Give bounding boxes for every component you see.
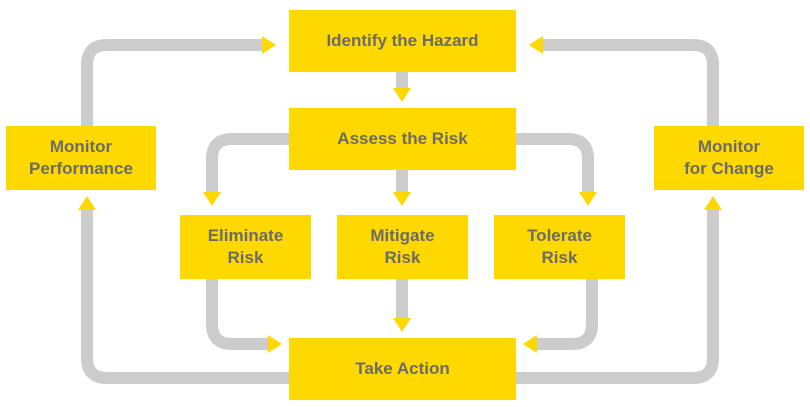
connector-monitor-change-to-identify — [543, 39, 719, 126]
connector-assess-to-eliminate — [206, 133, 289, 192]
node-label: Monitor for Change — [684, 137, 774, 178]
node-mitigate-risk: Mitigate Risk — [337, 215, 468, 279]
node-tolerate-risk: Tolerate Risk — [494, 215, 625, 279]
connector-action-to-monitor-performance — [81, 210, 289, 384]
arrowhead-into-action-center — [393, 318, 411, 332]
arrowhead-into-tolerate — [579, 192, 597, 206]
node-monitor-for-change: Monitor for Change — [654, 126, 804, 190]
connector-tolerate-to-action — [537, 279, 598, 350]
node-label: Identify the Hazard — [326, 31, 479, 50]
arrowhead-into-mitigate — [393, 192, 411, 206]
arrowhead-into-monitor-performance — [78, 196, 96, 210]
arrowhead-into-assess — [393, 88, 411, 102]
arrowhead-into-eliminate — [203, 192, 221, 206]
node-label: Eliminate Risk — [207, 226, 284, 267]
arrowhead-into-monitor-change — [704, 196, 722, 210]
node-eliminate-risk: Eliminate Risk — [180, 215, 311, 279]
connector-eliminate-to-action — [206, 279, 268, 350]
node-label: Take Action — [355, 359, 450, 378]
connector-assess-to-tolerate — [516, 133, 594, 192]
connector-action-to-monitor-change — [516, 210, 719, 384]
arrowhead-into-action-right — [523, 335, 537, 353]
connector-monitor-performance-to-identify — [81, 39, 262, 126]
arrowhead-into-action-left — [268, 335, 282, 353]
node-identify-hazard: Identify the Hazard — [289, 10, 516, 72]
node-take-action: Take Action — [289, 338, 516, 400]
arrowhead-into-identify-right — [529, 36, 543, 54]
node-label: Tolerate Risk — [527, 226, 592, 267]
node-assess-risk: Assess the Risk — [289, 108, 516, 170]
node-label: Mitigate Risk — [370, 226, 435, 267]
node-label: Monitor Performance — [29, 137, 133, 178]
node-monitor-performance: Monitor Performance — [6, 126, 156, 190]
node-label: Assess the Risk — [337, 129, 468, 148]
arrowhead-into-identify-left — [262, 36, 276, 54]
